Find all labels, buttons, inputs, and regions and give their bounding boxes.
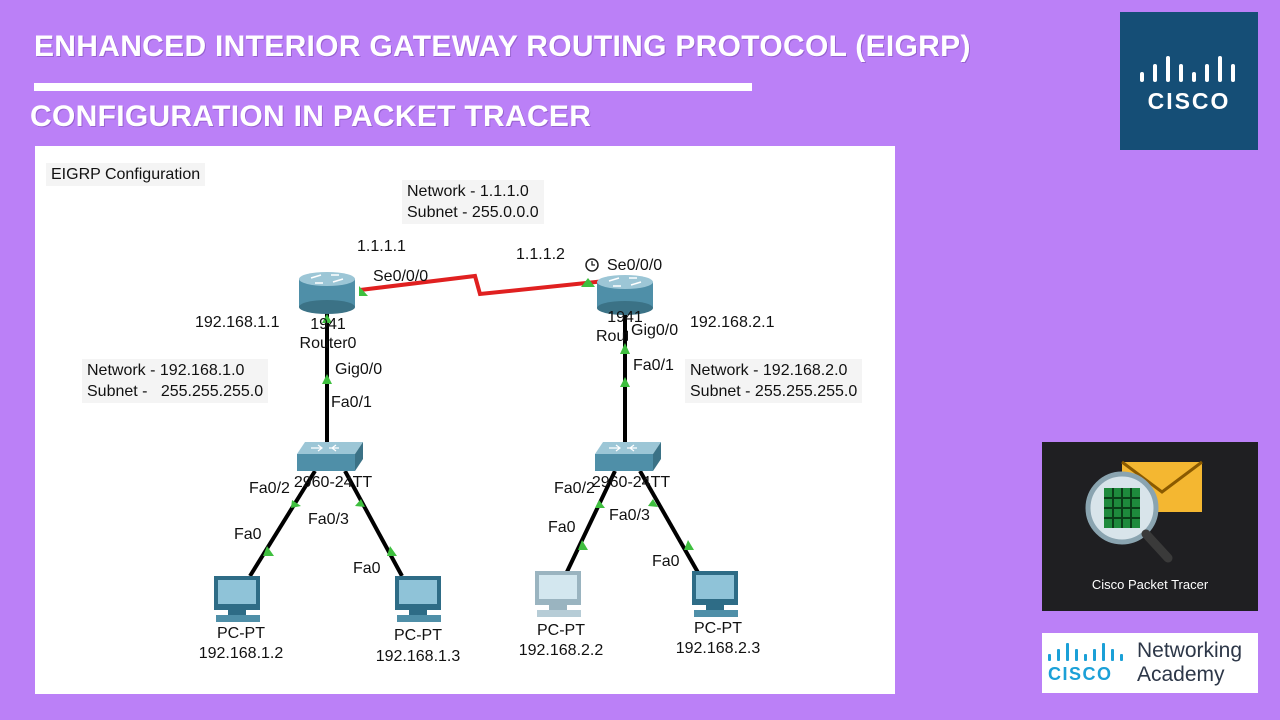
pc4-ip: 192.168.2.3: [675, 640, 761, 657]
packet-tracer-label: Cisco Packet Tracer: [1091, 577, 1209, 592]
pc2-icon[interactable]: [395, 576, 441, 622]
lan2-network: Network - 192.168.2.0: [690, 362, 848, 379]
switch1-port-b: Fa0/3: [609, 507, 650, 524]
router1-lan-ip: 192.168.2.1: [690, 314, 775, 331]
serial-link[interactable]: [359, 273, 616, 297]
link-switch1-pc4[interactable]: [638, 470, 702, 577]
router0-name: Router0: [299, 335, 357, 352]
netacad-line1: Networking: [1137, 639, 1243, 662]
router1-lan-if: Gig0/0: [631, 322, 679, 339]
switch0-icon[interactable]: [297, 442, 363, 471]
router1-name: Router1: [596, 328, 628, 345]
page-title: ENHANCED INTERIOR GATEWAY ROUTING PROTOC…: [34, 30, 971, 63]
router0-model: 1941: [310, 316, 346, 333]
link-switch0-pc2[interactable]: [343, 470, 404, 577]
wan-network: Network - 1.1.1.0: [407, 183, 529, 200]
router1-model: 1941: [607, 309, 643, 326]
topology-diagram: [214, 258, 738, 622]
netacad-line2: Academy: [1137, 663, 1225, 686]
switch0-model: 2960-24TT: [293, 474, 373, 491]
cisco-bars-icon: [1138, 56, 1240, 82]
networking-academy-logo: CISCO Networking Academy: [1042, 633, 1258, 693]
pc3-if: Fa0: [548, 519, 576, 536]
pc1-icon[interactable]: [214, 576, 260, 622]
switch0-port-a: Fa0/2: [249, 480, 290, 497]
switch1-port-a: Fa0/2: [554, 480, 595, 497]
pc2-ip: 192.168.1.3: [375, 648, 461, 665]
clock-icon: [585, 258, 599, 272]
netacad-bars-icon: [1048, 643, 1128, 661]
router1-icon[interactable]: [597, 275, 653, 315]
lan1-subnet: Subnet - 255.255.255.0: [87, 383, 264, 400]
pc4-icon[interactable]: [692, 571, 738, 617]
switch1-uplink-if: Fa0/1: [633, 357, 674, 374]
router0-icon[interactable]: [299, 272, 355, 314]
link-switch0-pc1[interactable]: [248, 469, 317, 578]
router0-lan-if: Gig0/0: [335, 361, 383, 378]
pc4-type: PC-PT: [694, 620, 742, 637]
pc1-type: PC-PT: [217, 625, 265, 642]
lan2-subnet: Subnet - 255.255.255.0: [690, 383, 858, 400]
title-divider: [34, 83, 752, 91]
packet-tracer-logo: Cisco Packet Tracer: [1042, 442, 1258, 611]
lan1-network: Network - 192.168.1.0: [87, 362, 245, 379]
pc3-type: PC-PT: [537, 622, 585, 639]
router0-serial-if: Se0/0/0: [373, 268, 429, 285]
page-subtitle: CONFIGURATION IN PACKET TRACER: [30, 100, 592, 133]
router1-serial-ip: 1.1.1.2: [516, 246, 565, 263]
router0-lan-ip: 192.168.1.1: [195, 314, 280, 331]
switch1-icon[interactable]: [595, 442, 661, 471]
switch0-port-b: Fa0/3: [308, 511, 349, 528]
switch1-model: 2960-24TT: [591, 474, 671, 491]
pc1-if: Fa0: [234, 526, 262, 543]
pc3-ip: 192.168.2.2: [518, 642, 604, 659]
pc2-if: Fa0: [353, 560, 381, 577]
link-status-indicators: [263, 278, 694, 556]
pc2-type: PC-PT: [394, 627, 442, 644]
pc4-if: Fa0: [652, 553, 680, 570]
router1-serial-if: Se0/0/0: [607, 257, 663, 274]
link-switch1-pc3[interactable]: [563, 470, 617, 577]
cisco-wordmark: CISCO: [1147, 88, 1231, 114]
pc1-ip: 192.168.1.2: [198, 645, 284, 662]
netacad-cisco-wordmark: CISCO: [1048, 664, 1113, 684]
cisco-logo: CISCO: [1120, 12, 1258, 150]
packet-tracer-icon: [1085, 460, 1203, 563]
switch0-uplink-if: Fa0/1: [331, 394, 372, 411]
topology-title: EIGRP Configuration: [46, 163, 206, 186]
wan-subnet: Subnet - 255.0.0.0: [407, 204, 539, 221]
pc3-icon[interactable]: [535, 571, 581, 617]
router0-serial-ip: 1.1.1.1: [357, 238, 406, 255]
